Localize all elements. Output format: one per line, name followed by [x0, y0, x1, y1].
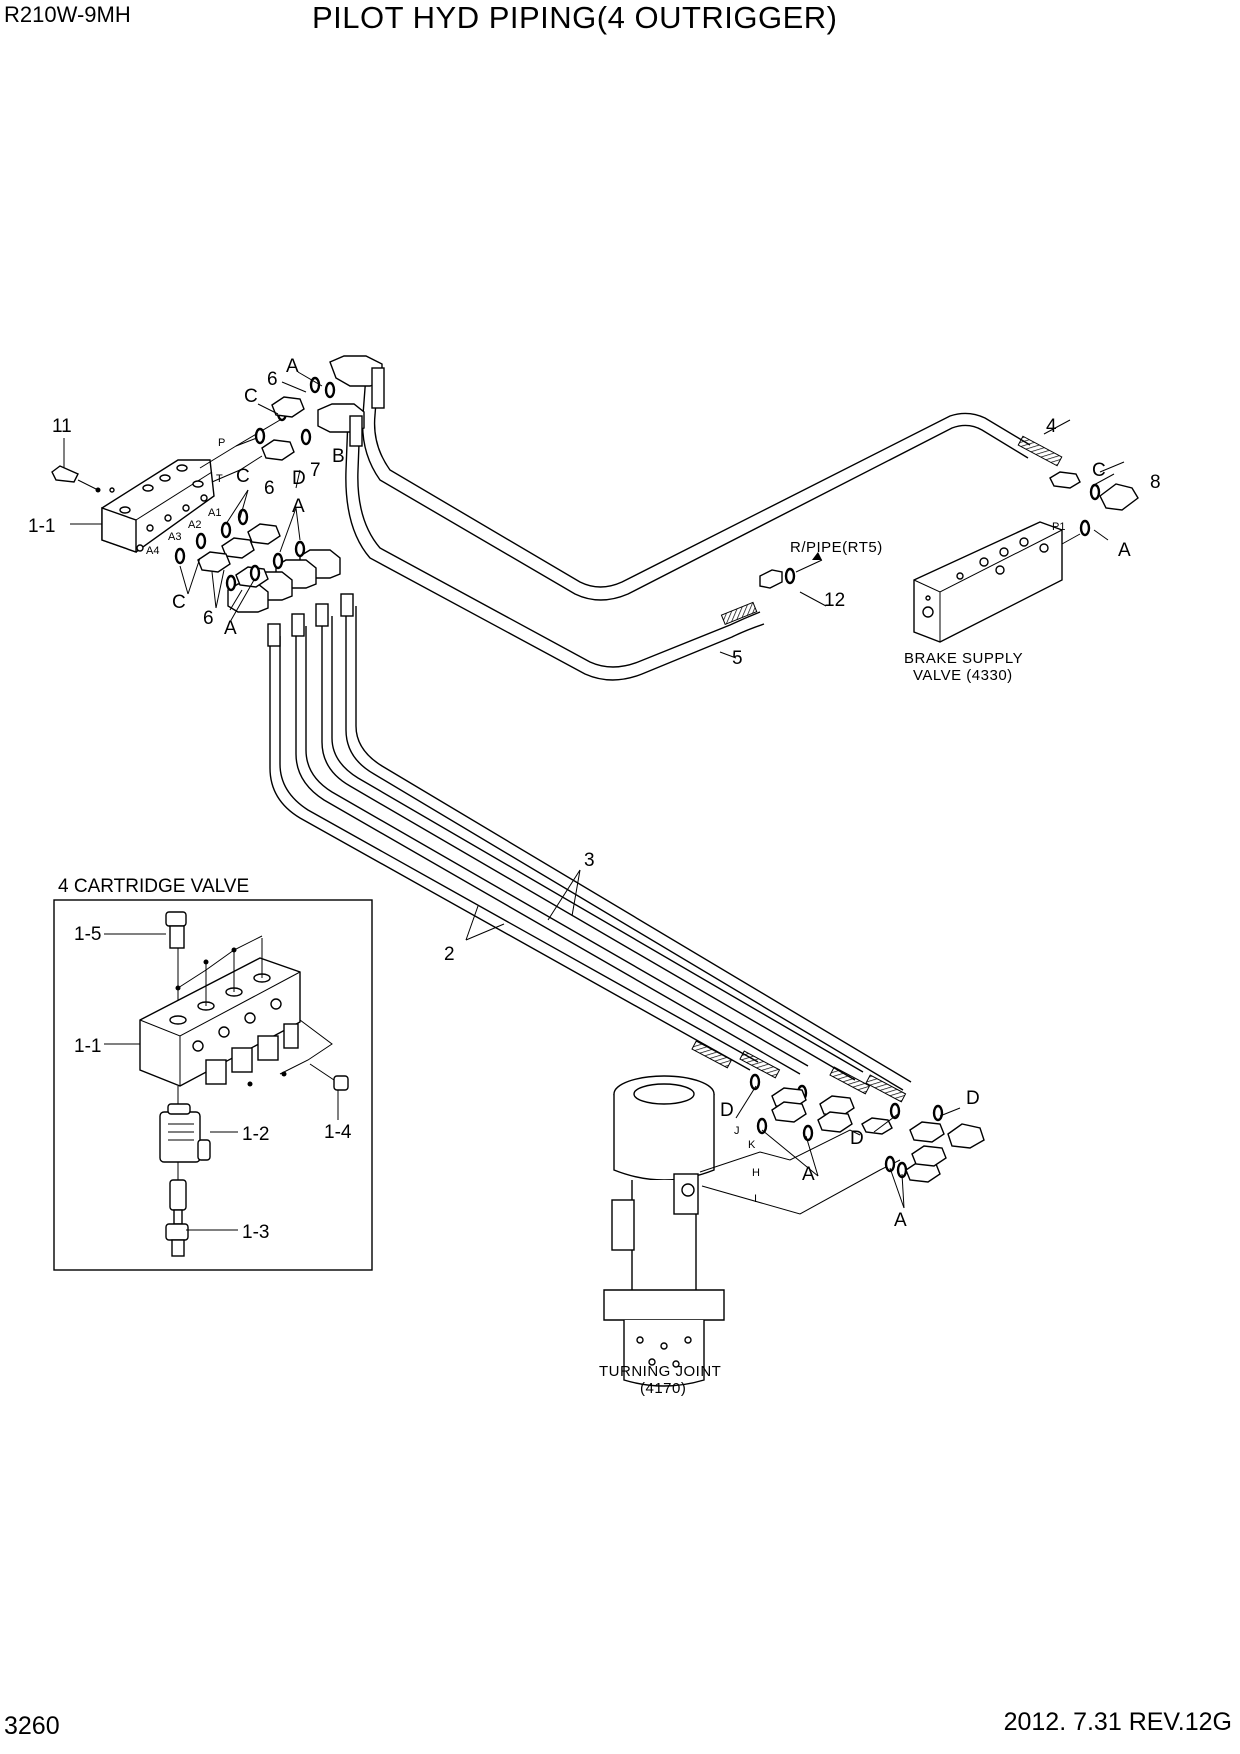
callout-a-low: A: [224, 618, 237, 639]
port-a3: A3: [168, 531, 181, 543]
port-a1: A1: [208, 507, 221, 519]
port-k: K: [748, 1139, 756, 1151]
callout-5: 5: [732, 648, 743, 669]
callout-a-mid: A: [292, 496, 305, 517]
callout-c-low: C: [172, 592, 186, 613]
model-code: R210W-9MH: [4, 2, 131, 27]
plug-11: [51, 442, 101, 493]
callout-d-tj1: D: [720, 1100, 734, 1121]
port-a2: A2: [188, 519, 201, 531]
hose-fittings-left: [227, 355, 385, 647]
turning-joint-fittings: [749, 1073, 985, 1183]
callout-12: 12: [824, 590, 845, 611]
revision-date: 2012. 7.31 REV.12G: [1003, 1708, 1232, 1736]
r-pipe-label: R/PIPE(RT5): [790, 539, 883, 556]
turning-joint: [603, 1075, 901, 1387]
inset-callout-1-4: 1-4: [324, 1122, 352, 1143]
callout-c-right: C: [1092, 460, 1106, 481]
callout-labels: 11 1-1 6 A C B D 7 C 6 A C 6 A 4 C 8 A 1…: [28, 356, 1161, 1397]
inset-callout-1-3: 1-3: [242, 1222, 269, 1243]
inset-frame: [53, 899, 373, 1271]
callout-a-top: A: [286, 356, 299, 377]
hose-4: [361, 374, 1063, 601]
inset-title: 4 CARTRIDGE VALVE: [58, 876, 249, 897]
callout-a-tj2: A: [894, 1210, 907, 1231]
port-j: J: [734, 1125, 740, 1137]
callout-a-tj1: A: [802, 1164, 815, 1185]
brake-supply-valve: [913, 521, 1081, 643]
callout-c-mid: C: [236, 466, 250, 487]
brake-supply-ref: VALVE (4330): [913, 667, 1013, 684]
port-p: P: [218, 437, 225, 449]
hose-5: [345, 417, 765, 681]
hose-group-2-3: [269, 606, 912, 1103]
callout-d-tj3: D: [966, 1088, 980, 1109]
callout-6-top: 6: [267, 369, 278, 390]
callout-7: 7: [310, 460, 321, 481]
callout-6-mid: 6: [264, 478, 275, 499]
callout-4: 4: [1046, 416, 1057, 437]
callout-2: 2: [444, 944, 455, 965]
fittings-right: [759, 471, 1139, 589]
port-p1: P1: [1052, 521, 1065, 533]
page-number: 3260: [4, 1712, 60, 1740]
turning-joint-ref: (4170): [640, 1380, 686, 1397]
callout-6-low: 6: [203, 608, 214, 629]
inset-callout-1-5: 1-5: [74, 924, 101, 945]
callout-11: 11: [52, 416, 72, 437]
callout-3: 3: [584, 850, 595, 871]
callout-d-top: D: [292, 468, 306, 489]
brake-supply-label: BRAKE SUPPLY: [904, 650, 1023, 667]
port-t: T: [216, 473, 223, 485]
callout-c-top: C: [244, 386, 258, 407]
inset-callout-1-2: 1-2: [242, 1124, 269, 1145]
callout-1-1-main: 1-1: [28, 516, 55, 537]
inset-callout-1-1: 1-1: [74, 1036, 101, 1057]
callout-8: 8: [1150, 472, 1161, 493]
page-title: PILOT HYD PIPING(4 OUTRIGGER): [312, 0, 838, 35]
main-valve-block: [101, 459, 215, 553]
adapters-main-block: [174, 376, 336, 592]
turning-joint-label: TURNING JOINT: [599, 1363, 721, 1380]
port-a4: A4: [146, 545, 159, 557]
callout-d-tj2: D: [850, 1128, 864, 1149]
port-h: H: [752, 1167, 760, 1179]
callout-b: B: [332, 446, 345, 467]
inset-cartridge-valve: 4 CARTRIDGE VALVE: [53, 876, 373, 1271]
port-i: I: [754, 1193, 757, 1205]
callout-a-right: A: [1118, 540, 1131, 561]
callout-leaders: [63, 371, 1125, 1209]
